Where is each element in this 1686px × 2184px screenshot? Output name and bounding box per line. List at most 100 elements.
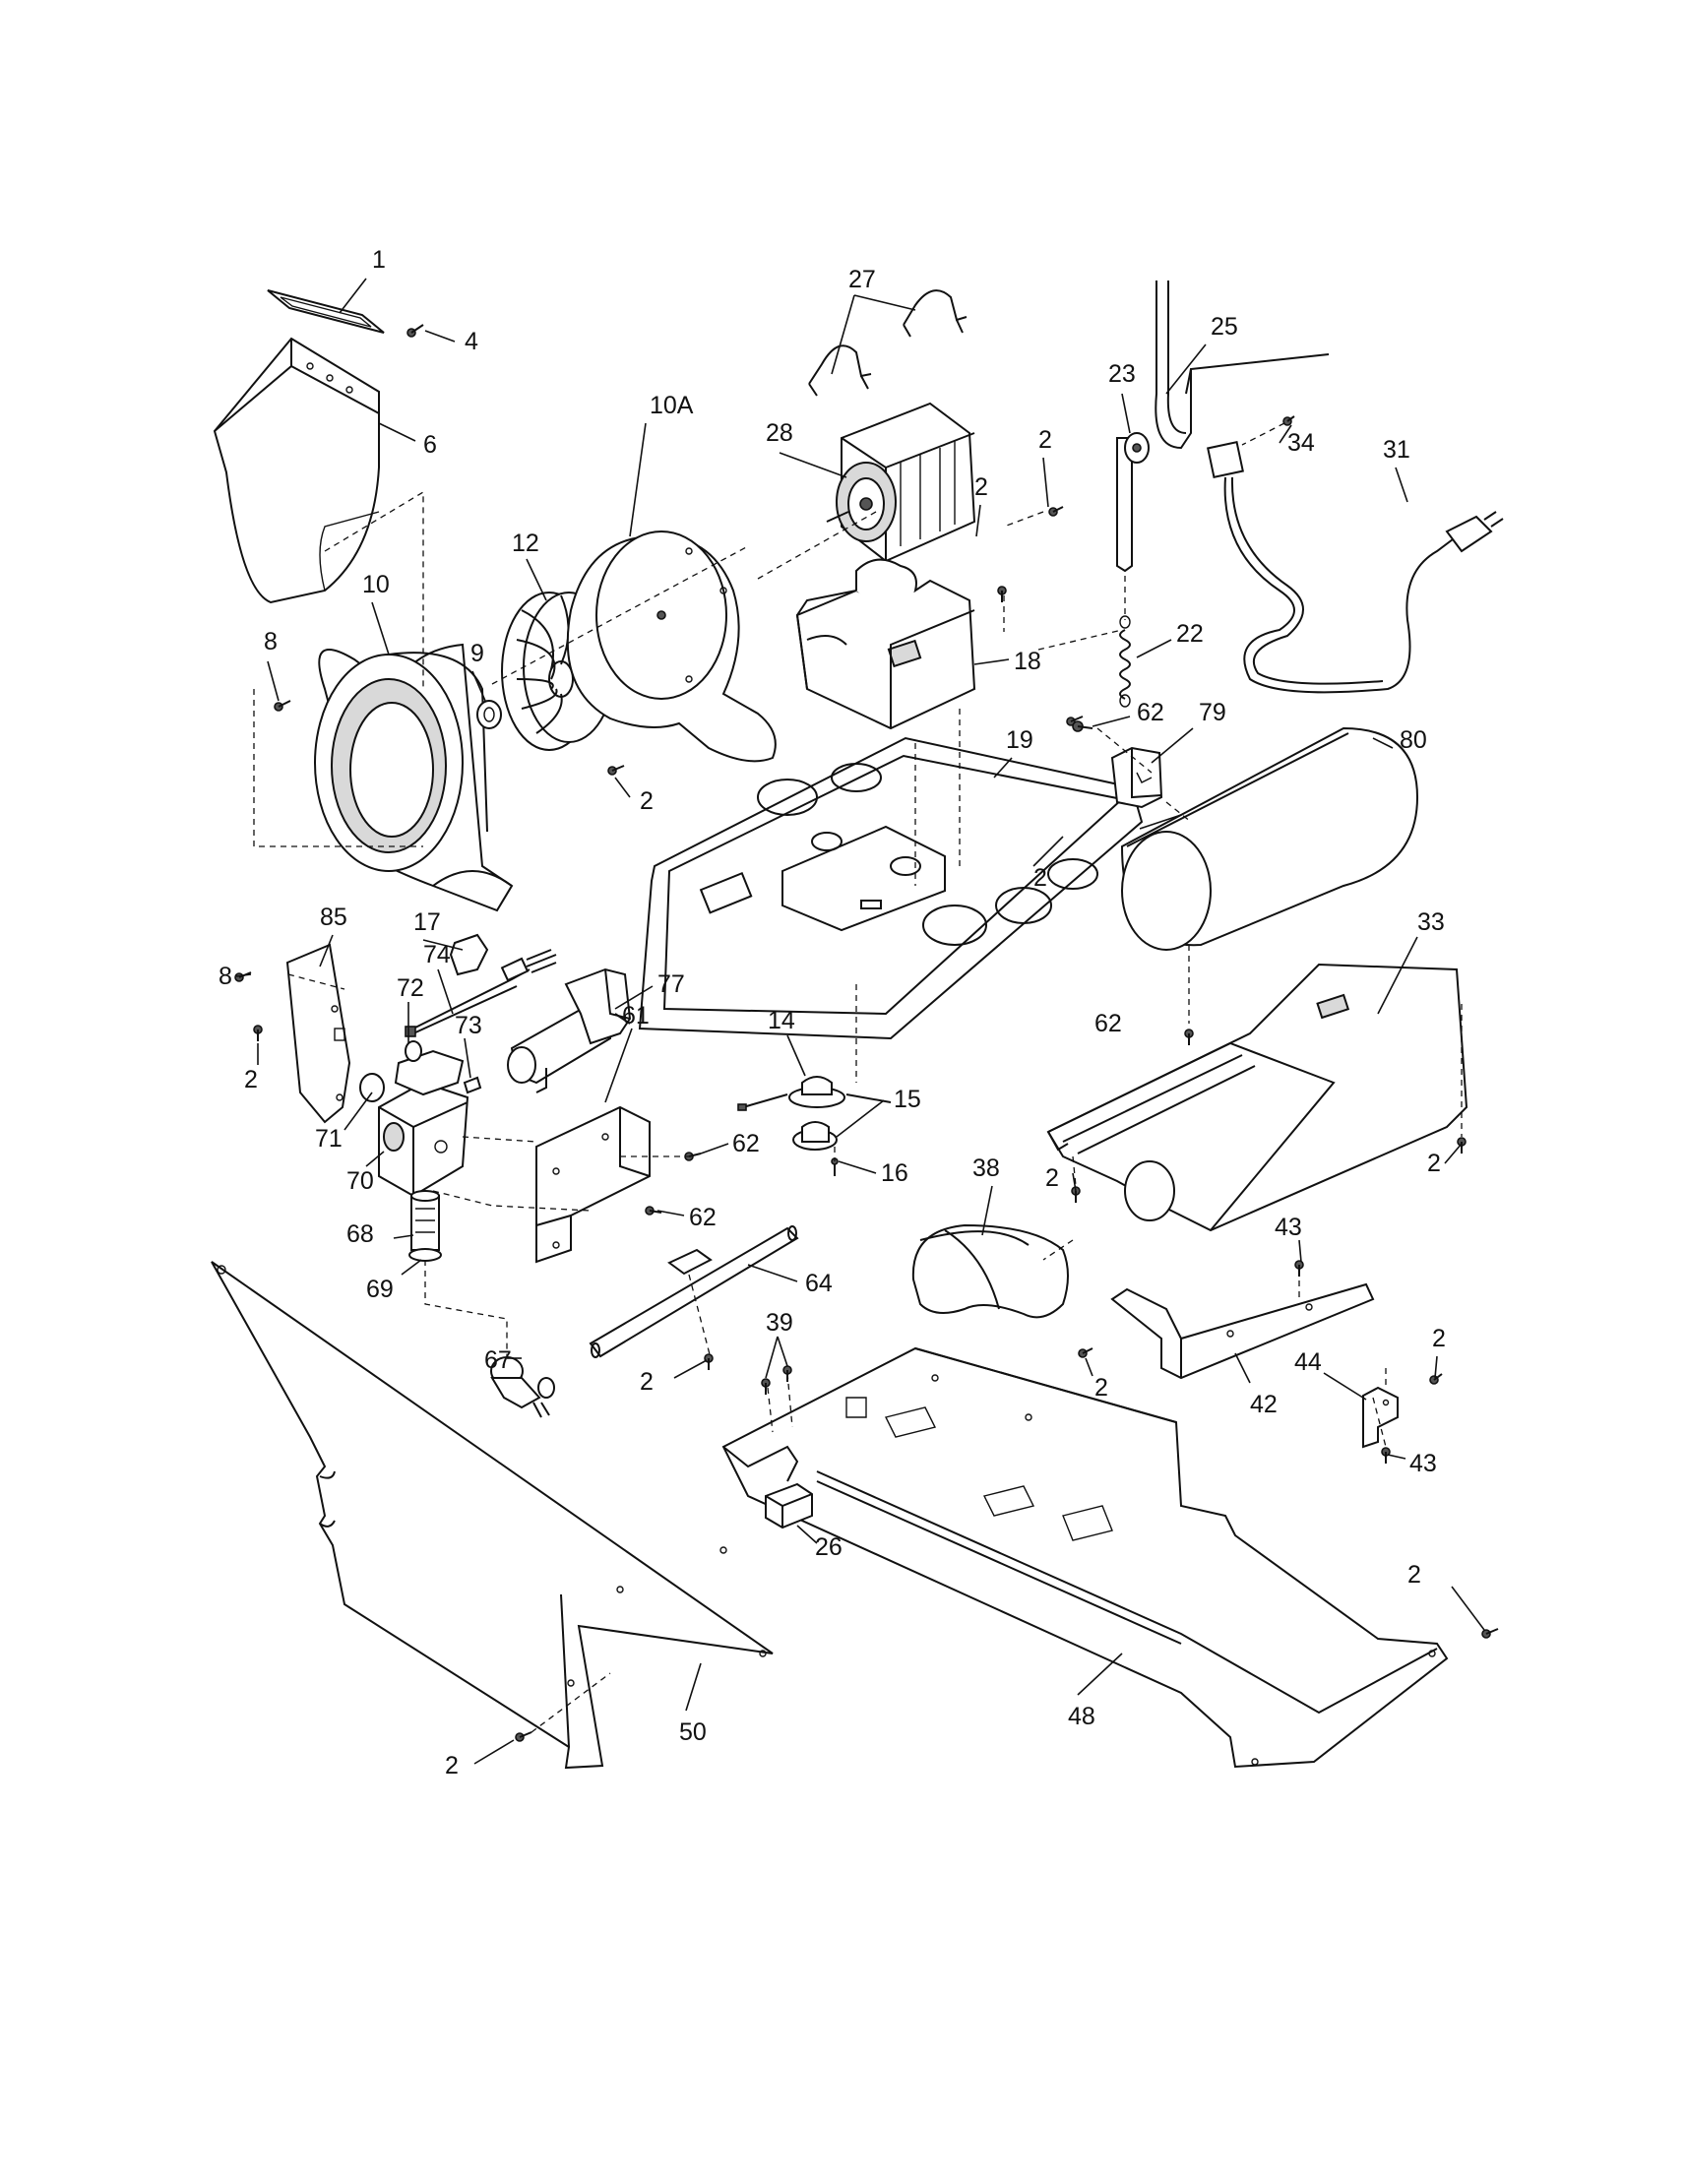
part-26-foot — [765, 1482, 813, 1529]
callout-label-2j: 2 — [1432, 1325, 1446, 1352]
callout-label-38: 38 — [972, 1154, 1000, 1182]
part-31-power-cord — [1207, 441, 1504, 694]
callout-label-62b: 62 — [732, 1130, 760, 1157]
part-22-idler-spring — [1119, 615, 1131, 708]
callout-label-77: 77 — [657, 970, 685, 998]
part-38-elbow-duct — [911, 1223, 1069, 1319]
part-9-washer — [476, 700, 502, 729]
screws — [234, 324, 1499, 1742]
part-14-flame-sensor — [737, 1076, 892, 1111]
part-80-heater-housing — [1120, 726, 1419, 951]
part-17-ignitor-bracket — [449, 933, 489, 976]
callout-label-26: 26 — [815, 1533, 843, 1561]
callout-label-62d: 62 — [1094, 1010, 1122, 1037]
screw — [406, 324, 424, 338]
callout-label-2h: 2 — [640, 1368, 654, 1396]
callout-label-69: 69 — [366, 1276, 394, 1303]
screw — [1048, 506, 1064, 517]
callout-label-15: 15 — [894, 1086, 921, 1113]
part-71-valve-coil — [359, 1073, 385, 1102]
part-1-gasket — [267, 289, 385, 334]
screw — [1066, 716, 1084, 726]
part-28-drive-motor — [826, 402, 976, 563]
part-85-bracket — [285, 943, 351, 1124]
callout-label-42: 42 — [1250, 1391, 1278, 1418]
callout-label-73: 73 — [455, 1012, 482, 1039]
callout-label-61: 61 — [622, 1002, 650, 1030]
callout-label-22: 22 — [1176, 620, 1204, 648]
callout-label-2d: 2 — [1033, 864, 1047, 892]
part-18-motor-mount — [795, 558, 976, 730]
callout-label-74: 74 — [423, 941, 451, 968]
callout-label-2e: 2 — [244, 1066, 258, 1093]
callout-label-2f: 2 — [1045, 1164, 1059, 1192]
callout-label-10A: 10A — [650, 392, 694, 419]
part-10-blower-housing — [314, 643, 514, 912]
callout-label-25: 25 — [1211, 313, 1238, 341]
callout-label-19: 19 — [1006, 726, 1033, 754]
callout-label-39: 39 — [766, 1309, 793, 1337]
part-23-idler-pulley — [1116, 432, 1150, 573]
screw — [1381, 1447, 1391, 1464]
callout-label-67: 67 — [484, 1346, 512, 1374]
screw — [645, 1206, 662, 1216]
callout-label-4: 4 — [465, 328, 478, 355]
screw — [1184, 1029, 1194, 1045]
part-77-burner-tube — [507, 967, 632, 1093]
callout-label-62a: 62 — [1137, 699, 1164, 726]
part-61-burner-bracket — [535, 1105, 651, 1264]
callout-label-43a: 43 — [1275, 1214, 1302, 1241]
callout-label-62c: 62 — [689, 1204, 717, 1231]
part-42-bracket — [1110, 1282, 1375, 1380]
part-79-thermal-fuse — [1110, 746, 1163, 809]
screw — [607, 765, 625, 776]
callout-label-23: 23 — [1108, 360, 1136, 388]
part-6-exhaust-duct — [213, 337, 380, 604]
screw — [1282, 415, 1295, 426]
callout-label-2i: 2 — [1094, 1374, 1108, 1402]
part-50-access-panel — [211, 1261, 774, 1770]
callout-label-72: 72 — [397, 974, 424, 1002]
callout-label-31: 31 — [1383, 436, 1410, 464]
callout-label-43b: 43 — [1409, 1450, 1437, 1477]
screw — [1457, 1137, 1467, 1154]
part-67-gas-elbow — [490, 1356, 555, 1418]
callout-label-2l: 2 — [445, 1752, 459, 1779]
callout-label-2c: 2 — [1038, 426, 1052, 454]
screw — [253, 1025, 263, 1041]
callout-label-85: 85 — [320, 904, 347, 931]
screw — [274, 700, 291, 712]
screw — [1481, 1628, 1499, 1639]
callout-label-9: 9 — [470, 640, 484, 667]
callout-label-14: 14 — [768, 1007, 795, 1034]
callout-label-10: 10 — [362, 571, 390, 598]
part-72-valve-coil — [394, 1040, 465, 1096]
callout-label-2b: 2 — [974, 473, 988, 501]
callout-label-8b: 8 — [219, 963, 232, 990]
part-33-heater-duct — [1046, 963, 1468, 1232]
screw — [997, 586, 1007, 602]
callout-label-79: 79 — [1199, 699, 1226, 726]
callout-label-2g: 2 — [1427, 1150, 1441, 1177]
callout-label-16: 16 — [881, 1159, 908, 1187]
callout-label-6: 6 — [423, 431, 437, 459]
callout-label-18: 18 — [1014, 648, 1041, 675]
callout-label-12: 12 — [512, 530, 539, 557]
screw — [1072, 720, 1093, 732]
callout-label-33: 33 — [1417, 908, 1445, 936]
part-74-ignitor — [405, 949, 557, 1037]
part-15-thermostat — [792, 1121, 838, 1151]
screw — [761, 1378, 771, 1395]
callout-label-28: 28 — [766, 419, 793, 447]
callout-label-2k: 2 — [1407, 1561, 1421, 1589]
callout-label-8a: 8 — [264, 628, 278, 655]
part-48-base-panel — [721, 1346, 1449, 1769]
part-10a-blower-cover — [566, 530, 777, 763]
callout-label-48: 48 — [1068, 1703, 1095, 1730]
callout-label-34: 34 — [1287, 429, 1315, 457]
callout-label-44: 44 — [1294, 1348, 1322, 1376]
callout-label-1: 1 — [372, 246, 386, 274]
